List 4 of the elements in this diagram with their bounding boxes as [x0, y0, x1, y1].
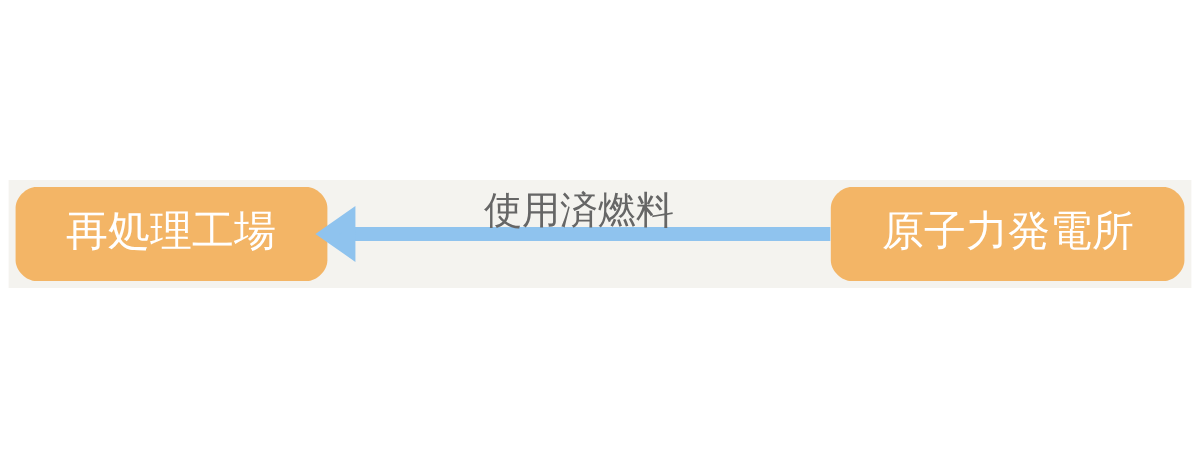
node-box: 原子力発電所 — [830, 186, 1185, 282]
arrow — [315, 206, 831, 262]
node-box: 再処理工場 — [15, 186, 328, 282]
edge-label: 使用済燃料 — [484, 186, 675, 232]
